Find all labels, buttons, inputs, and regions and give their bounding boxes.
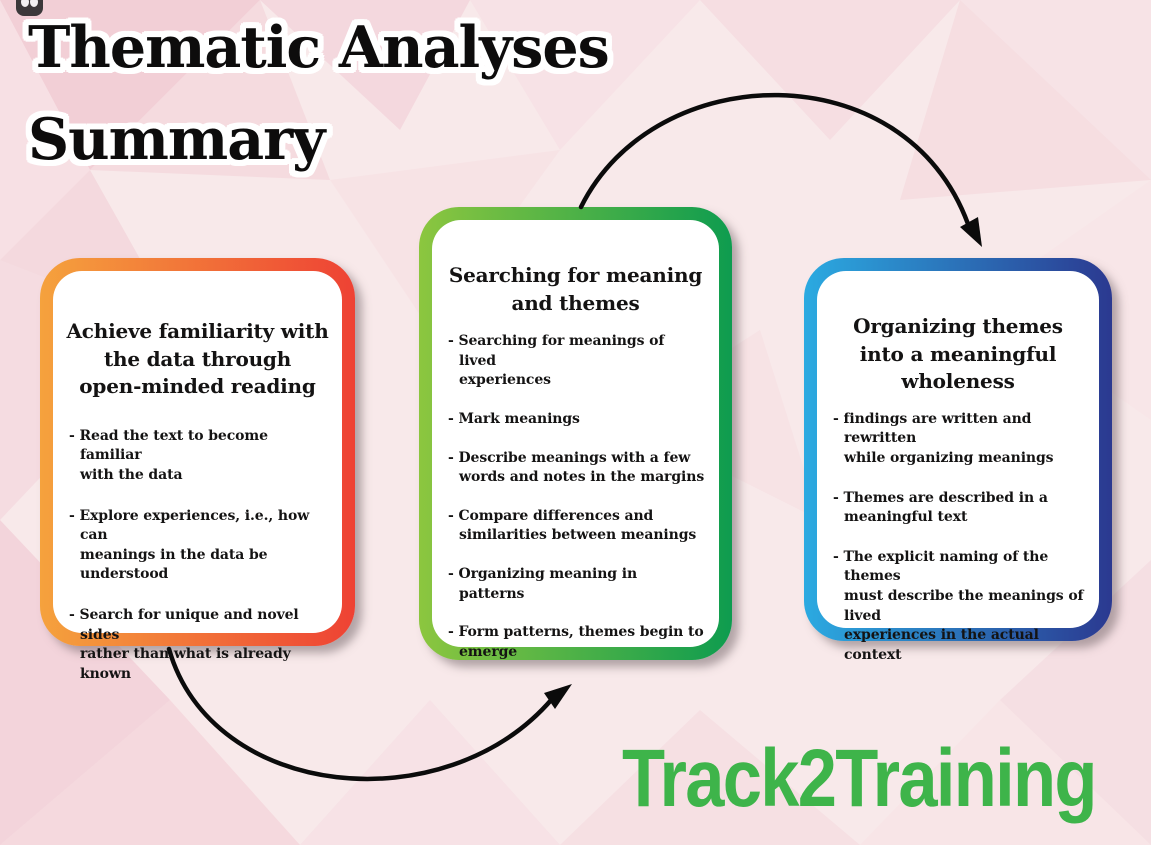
bullet-item: - Compare differences and similarities b… bbox=[448, 507, 697, 544]
bullet-item: - Form patterns, themes begin to emerge bbox=[448, 624, 704, 660]
bullet-item: - Describe meanings with a few words and… bbox=[448, 449, 705, 486]
card-organizing-themes: Organizing themes into a meaningful whol… bbox=[804, 258, 1112, 663]
card-body: Searching for meaning and themes - Searc… bbox=[432, 220, 719, 660]
card-body: Achieve familiarity with the data throug… bbox=[53, 271, 342, 682]
bullet-item: - Mark meanings bbox=[448, 410, 580, 427]
watermark-logo: Track2Training bbox=[622, 733, 1097, 824]
card-achieve-familiarity: Achieve familiarity with the data throug… bbox=[40, 258, 355, 682]
card-heading: Achieve familiarity with the data throug… bbox=[66, 319, 329, 399]
card-bullets: - Read the text to become familiar with … bbox=[66, 427, 329, 685]
card-body: Organizing themes into a meaningful whol… bbox=[817, 271, 1099, 663]
card-heading: Organizing themes into a meaningful whol… bbox=[853, 314, 1063, 394]
bullet-item: - Search for unique and novel sides rath… bbox=[69, 606, 299, 682]
corner-badge-icon[interactable] bbox=[16, 0, 43, 16]
card-heading: Searching for meaning and themes bbox=[448, 263, 703, 315]
bullet-item: - Read the text to become familiar with … bbox=[69, 427, 268, 483]
bullet-item: - findings are written and rewritten whi… bbox=[833, 410, 1054, 466]
page-title: Thematic Analyses Summary bbox=[28, 2, 610, 186]
card-bullets: - Searching for meanings of lived experi… bbox=[445, 332, 706, 662]
page-title-line1: Thematic Analyses bbox=[28, 14, 610, 81]
bullet-item: - Organizing meaning in patterns bbox=[448, 565, 638, 602]
bullet-item: - Explore experiences, i.e., how can mea… bbox=[69, 507, 310, 583]
bullet-item: - Themes are described in a meaningful t… bbox=[833, 489, 1048, 526]
bullet-item: - Searching for meanings of lived experi… bbox=[448, 333, 665, 389]
badge-glyph-dot bbox=[30, 0, 38, 7]
page-title-line2: Summary bbox=[28, 106, 325, 173]
bullet-item: - The explicit naming of the themes must… bbox=[833, 548, 1084, 663]
card-searching-meaning: Searching for meaning and themes - Searc… bbox=[419, 207, 732, 660]
card-bullets: - findings are written and rewritten whi… bbox=[830, 410, 1086, 666]
badge-glyph-dot bbox=[21, 0, 29, 7]
